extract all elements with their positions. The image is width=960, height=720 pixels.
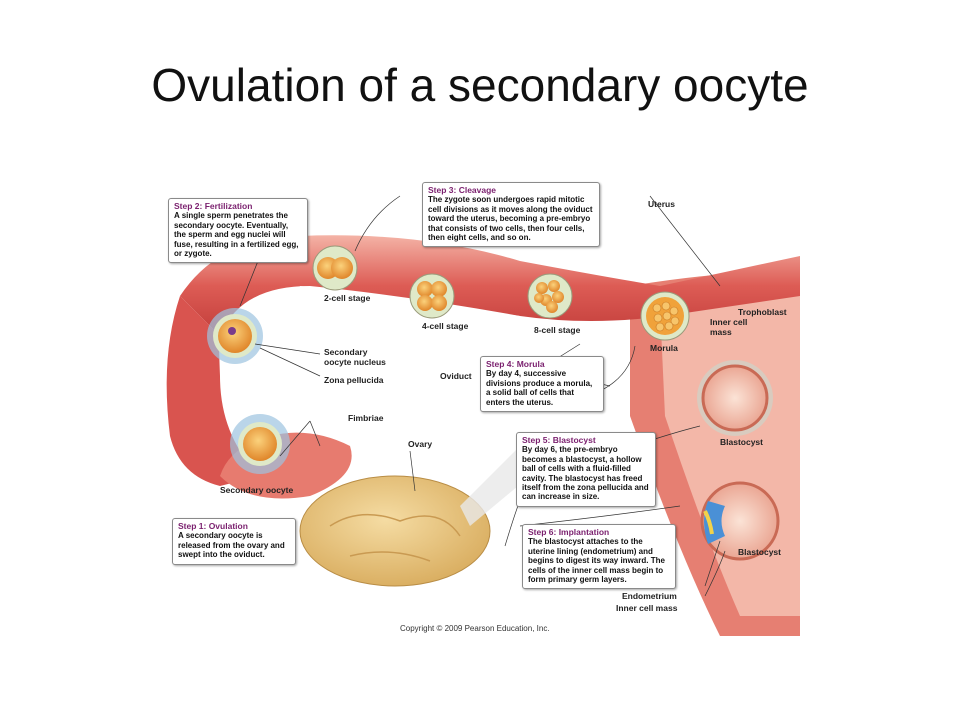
copyright-notice: Copyright © 2009 Pearson Education, Inc. [400, 624, 550, 633]
callout-morula: Step 4: Morula By day 4, successive divi… [480, 356, 604, 413]
callout-step-heading: Step 4: Morula [486, 359, 545, 369]
label-endometrium: Endometrium [622, 591, 677, 601]
callout-ovulation: Step 1: Ovulation A secondary oocyte is … [172, 518, 296, 565]
callout-text: The blastocyst attaches to the uterine l… [528, 537, 665, 585]
label-secondary-oocyte: Secondary oocyte [220, 485, 294, 495]
label-inner-cell-mass-bottom: Inner cell mass [616, 603, 678, 613]
callout-step-heading: Step 1: Ovulation [178, 521, 248, 531]
label-blastocyst-bottom: Blastocyst [738, 547, 781, 557]
callout-text: A secondary oocyte is released from the … [178, 531, 285, 560]
label-zona-pellucida: Zona pellucida [324, 375, 384, 385]
oviduct-curve [166, 296, 260, 486]
label-8-cell-stage: 8-cell stage [534, 325, 581, 335]
label-oviduct: Oviduct [440, 371, 472, 381]
callout-text: The zygote soon undergoes rapid mitotic … [428, 195, 593, 243]
callout-step-heading: Step 3: Cleavage [428, 185, 497, 195]
label-inner-cell-mass-top: Inner cell mass [710, 317, 748, 337]
callout-fertilization: Step 2: Fertilization A single sperm pen… [168, 198, 308, 264]
label-morula: Morula [650, 343, 678, 353]
label-uterus: Uterus [648, 199, 675, 209]
diagram-artwork [166, 195, 800, 636]
slide-title: Ovulation of a secondary oocyte [151, 59, 809, 111]
callout-blastocyst: Step 5: Blastocyst By day 6, the pre-emb… [516, 432, 656, 507]
ovary-shape [299, 475, 491, 587]
callout-text: By day 6, the pre-embryo becomes a blast… [522, 445, 649, 502]
callout-text: A single sperm penetrates the secondary … [174, 211, 299, 259]
callout-step-heading: Step 6: Implantation [528, 527, 610, 537]
label-fimbriae: Fimbriae [348, 413, 384, 423]
label-secondary-oocyte-nucleus: Secondary oocyte nucleus [324, 347, 386, 367]
callout-step-heading: Step 2: Fertilization [174, 201, 253, 211]
label-blastocyst-top: Blastocyst [720, 437, 763, 447]
callout-implantation: Step 6: Implantation The blastocyst atta… [522, 524, 676, 590]
label-trophoblast: Trophoblast [738, 307, 787, 317]
label-4-cell-stage: 4-cell stage [422, 321, 469, 331]
label-ovary: Ovary [408, 439, 433, 449]
label-2-cell-stage: 2-cell stage [324, 293, 371, 303]
callout-step-heading: Step 5: Blastocyst [522, 435, 596, 445]
callout-text: By day 4, successive divisions produce a… [486, 369, 593, 407]
reproduction-diagram: Step 2: Fertilization A single sperm pen… [160, 176, 800, 636]
callout-cleavage: Step 3: Cleavage The zygote soon undergo… [422, 182, 600, 248]
